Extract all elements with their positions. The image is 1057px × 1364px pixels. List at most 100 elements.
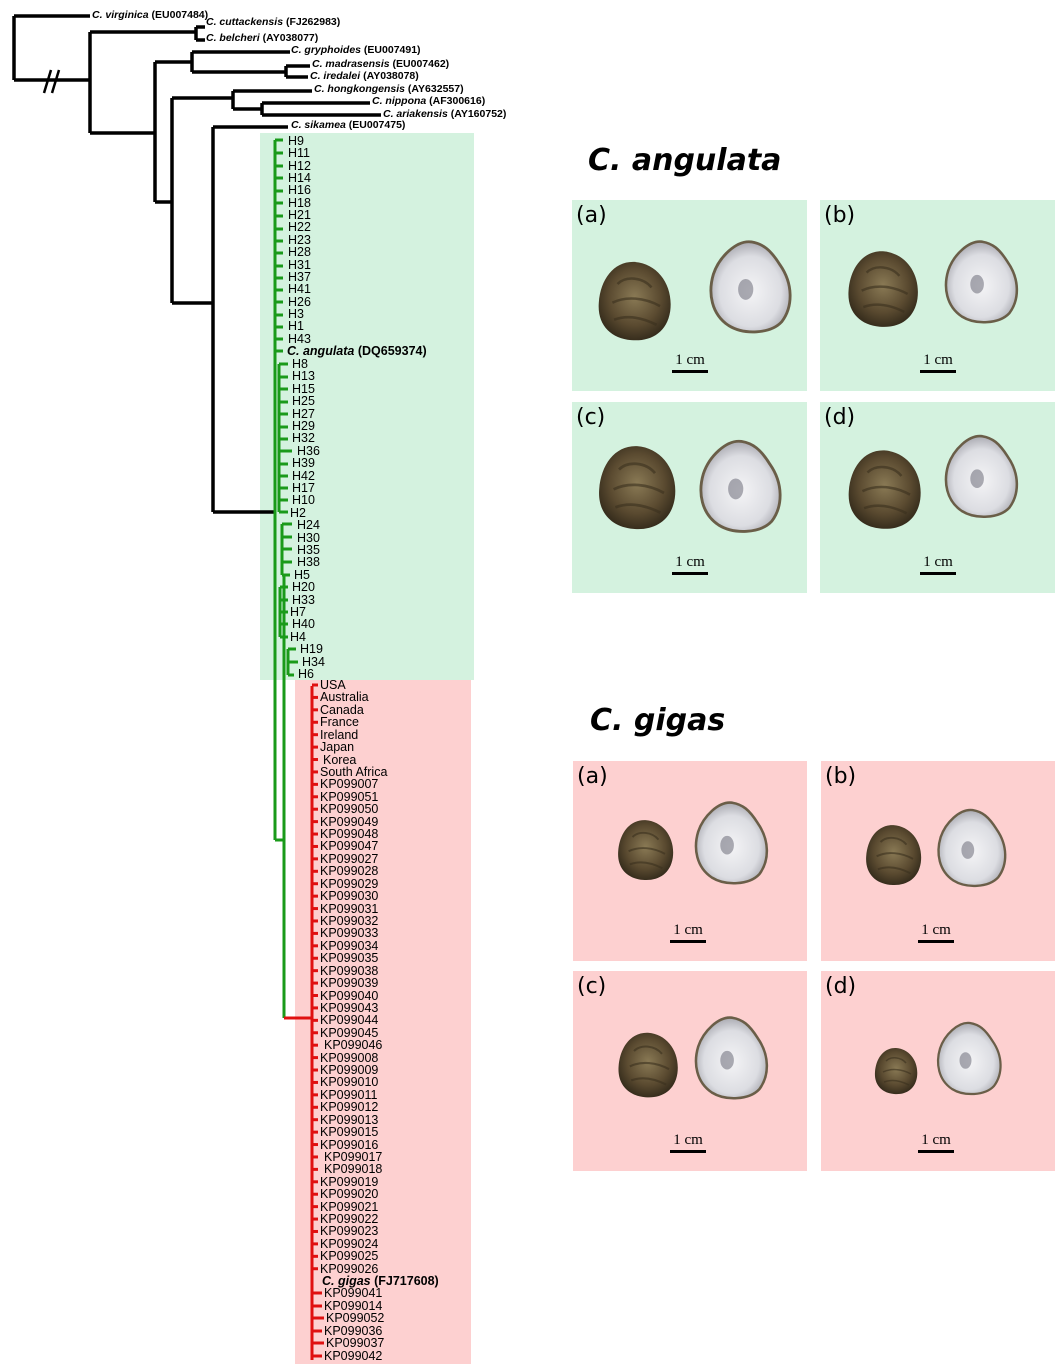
haplotype-label: H33 [292,594,315,606]
sequence-label: KP099012 [320,1101,378,1113]
shell-inner-icon [938,412,1023,542]
panel-label: (a) [577,764,608,789]
haplotype-label: H17 [292,482,315,494]
scale-bar-label: 1 cm [923,352,953,368]
outgroup-label: C. sikamea (EU007475) [291,120,405,131]
haplotype-label: H19 [300,643,323,655]
shell-inner-photo [702,225,797,355]
sequence-label: KP099017 [324,1151,382,1163]
sequence-label: KP099011 [320,1089,377,1101]
haplotype-label: H13 [292,370,315,382]
sequence-label: KP099020 [320,1188,378,1200]
haplotype-label: H29 [292,420,315,432]
haplotype-label: H21 [288,209,311,221]
panel-label: (b) [825,764,856,789]
photo-panel: (d)1 cm [820,402,1055,593]
shell-outer-photo [613,1006,683,1129]
haplotype-label: H5 [294,569,310,581]
shell-outer-photo [871,1016,921,1131]
scale-bar: 1 cm [658,1132,718,1153]
sequence-label: KP099013 [320,1114,378,1126]
shell-inner-photo [938,412,1023,547]
shell-inner-icon [688,991,773,1126]
sequence-label: KP099044 [320,1014,378,1026]
shell-outer-photo [592,440,682,540]
sequence-label: KP099007 [320,778,378,790]
angulata-reference-label: C. angulata (DQ659374) [287,345,427,357]
shell-inner-icon [688,781,773,906]
scale-bar-label: 1 cm [923,554,953,570]
sequence-label: KP099049 [320,816,378,828]
sequence-label: KP099031 [320,903,378,915]
haplotype-label: H38 [297,556,320,568]
haplotype-label: H34 [302,656,325,668]
haplotype-label: H39 [292,457,315,469]
sequence-label: KP099038 [320,965,378,977]
sequence-label: KP099016 [320,1139,378,1151]
haplotype-label: H37 [288,271,311,283]
sequence-label: Ireland [320,729,358,741]
sequence-label: KP099015 [320,1126,378,1138]
scale-bar: 1 cm [906,922,966,943]
sequence-label: KP099050 [320,803,378,815]
angulata-photo-title: C. angulata [588,143,781,178]
shell-outer-photo [613,796,678,909]
sequence-label: KP099047 [320,840,378,852]
sequence-label: KP099029 [320,878,378,890]
haplotype-label: H4 [290,631,306,643]
haplotype-label: H16 [288,184,311,196]
photo-panel: (c)1 cm [572,402,807,593]
sequence-label: KP099028 [320,865,378,877]
scale-bar-label: 1 cm [921,1132,951,1148]
sequence-label: Canada [320,704,364,716]
sequence-label: KP099032 [320,915,378,927]
sequence-label: KP099014 [324,1300,382,1312]
outgroup-label: C. madrasensis (EU007462) [312,59,449,70]
sequence-label: KP099026 [320,1263,378,1275]
haplotype-label: H11 [288,147,310,159]
photo-panel: (b) 1 cm [820,200,1055,391]
haplotype-label: H31 [288,259,311,271]
shell-inner-photo [931,989,1006,1134]
sequence-label: KP099008 [320,1052,378,1064]
outgroup-label: C. cuttackensis (FJ262983) [206,17,340,28]
sequence-label: KP099027 [320,853,378,865]
photo-panel: (a)1 cm [573,761,807,961]
panel-label: (b) [824,203,855,228]
haplotype-label: H27 [292,408,315,420]
outgroup-label: C. virginica (EU007484) [92,10,208,21]
shell-inner-icon [938,225,1023,340]
shell-outer-icon [842,432,927,547]
sequence-label: KP099025 [320,1250,378,1262]
scale-bar-label: 1 cm [921,922,951,938]
shell-inner-icon [702,225,797,350]
shell-outer-photo [842,432,927,552]
shell-inner-icon [931,989,1006,1129]
sequence-label: KP099052 [326,1312,384,1324]
sequence-label: KP099046 [324,1039,382,1051]
sequence-label: KP099045 [320,1027,378,1039]
shell-outer-icon [613,796,678,904]
shell-inner-photo [692,427,787,552]
sequence-label: Korea [323,754,356,766]
sequence-label: KP099035 [320,952,378,964]
haplotype-label: H14 [288,172,311,184]
sequence-label: KP099030 [320,890,378,902]
shell-outer-photo [592,252,677,355]
sequence-label: USA [320,679,346,691]
outgroup-label: C. gryphoides (EU007491) [291,45,421,56]
sequence-label: KP099039 [320,977,378,989]
haplotype-label: H35 [297,544,320,556]
haplotype-label: H9 [288,135,304,147]
shell-inner-icon [931,786,1011,911]
shell-outer-icon [613,1006,683,1124]
sequence-label: KP099034 [320,940,378,952]
gigas-photo-title: C. gigas [590,703,725,738]
sequence-label: KP099010 [320,1076,378,1088]
photo-panel: (d)1 cm [821,971,1055,1171]
haplotype-label: H7 [290,606,306,618]
panel-label: (c) [576,405,605,430]
haplotype-label: H1 [288,320,304,332]
sequence-label: KP099021 [320,1201,378,1213]
scale-bar-label: 1 cm [675,352,705,368]
